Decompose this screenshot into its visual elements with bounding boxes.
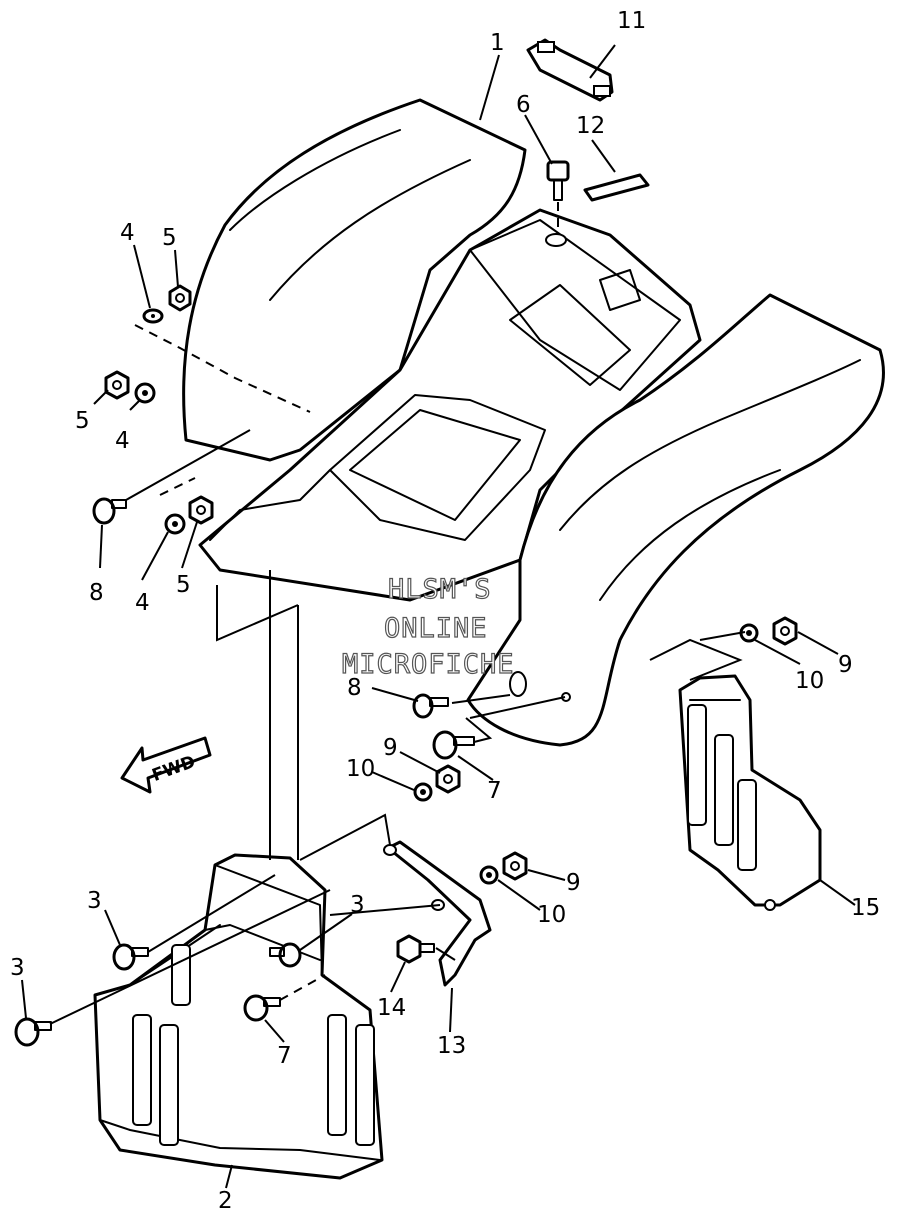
callout-13: 13 [437,1033,466,1059]
assembly-line [469,696,566,719]
washer [142,308,164,324]
callout-9: 9 [383,735,398,761]
callout-5: 5 [162,225,177,251]
watermark: HLSM'S ONLINE MICROFICHE [341,573,515,680]
callout-9: 9 [838,652,853,678]
callout-14: 14 [377,995,406,1021]
bolt [396,934,435,964]
callout-4: 4 [115,428,130,454]
assembly-line [699,631,746,641]
callout-9: 9 [566,870,581,896]
bolt [412,693,449,719]
callout-2: 2 [218,1188,233,1214]
rear-fender [182,98,885,747]
bracket [383,840,492,987]
callout-4: 4 [135,590,150,616]
bolt [243,994,281,1022]
callout-3: 3 [350,892,365,918]
nut [435,764,461,794]
washer [413,782,433,802]
washer [479,865,499,885]
callout-5: 5 [176,572,191,598]
assembly-line [216,585,299,642]
nut [168,284,192,312]
nut [772,616,798,646]
callout-6: 6 [516,92,531,118]
callout-8: 8 [89,580,104,606]
callout-3: 3 [10,955,25,981]
assembly-line [465,717,493,743]
callout-4: 4 [120,220,135,246]
callout-leaders [21,44,856,1189]
washer [134,382,156,404]
watermark-line-1: HLSM'S [388,574,492,605]
bolt [269,942,302,968]
callout-8: 8 [347,675,362,701]
assembly-line [649,638,743,681]
assembly-line [299,813,391,861]
assembly-line [134,324,311,413]
bolt [112,943,149,971]
callout-labels: 1 2 3 3 3 4 4 4 5 5 5 6 7 7 8 8 9 9 9 10… [10,8,880,1214]
bolt [432,730,475,760]
watermark-line-3: MICROFICHE [342,649,515,680]
bolt [546,160,570,201]
assembly-line [49,889,331,1025]
bolt [92,497,127,525]
nut [502,851,528,881]
watermark-line-2: ONLINE [384,613,488,644]
bolt [14,1017,52,1047]
callout-10: 10 [537,902,566,928]
assembly-line [279,974,326,1001]
tape [583,173,650,202]
callout-3: 3 [87,888,102,914]
side-guard [678,674,822,911]
assembly-line [329,904,441,916]
assembly-line [451,694,511,704]
nut [104,370,130,400]
rear-mud-guard [93,853,384,1180]
callout-12: 12 [576,113,605,139]
callout-15: 15 [851,895,880,921]
callout-10: 10 [795,668,824,694]
forward-arrow: FWD [120,736,212,794]
assembly-line [435,947,456,961]
strap [526,38,614,102]
callout-11: 11 [617,8,646,34]
assembly-line [147,874,276,953]
assembly-line [125,429,251,501]
nut [188,495,214,525]
callout-1: 1 [490,30,505,56]
callout-7: 7 [277,1043,292,1069]
callout-7: 7 [487,778,502,804]
callout-10: 10 [346,756,375,782]
washer [164,513,186,535]
assembly-line [159,477,196,496]
callout-5: 5 [75,408,90,434]
